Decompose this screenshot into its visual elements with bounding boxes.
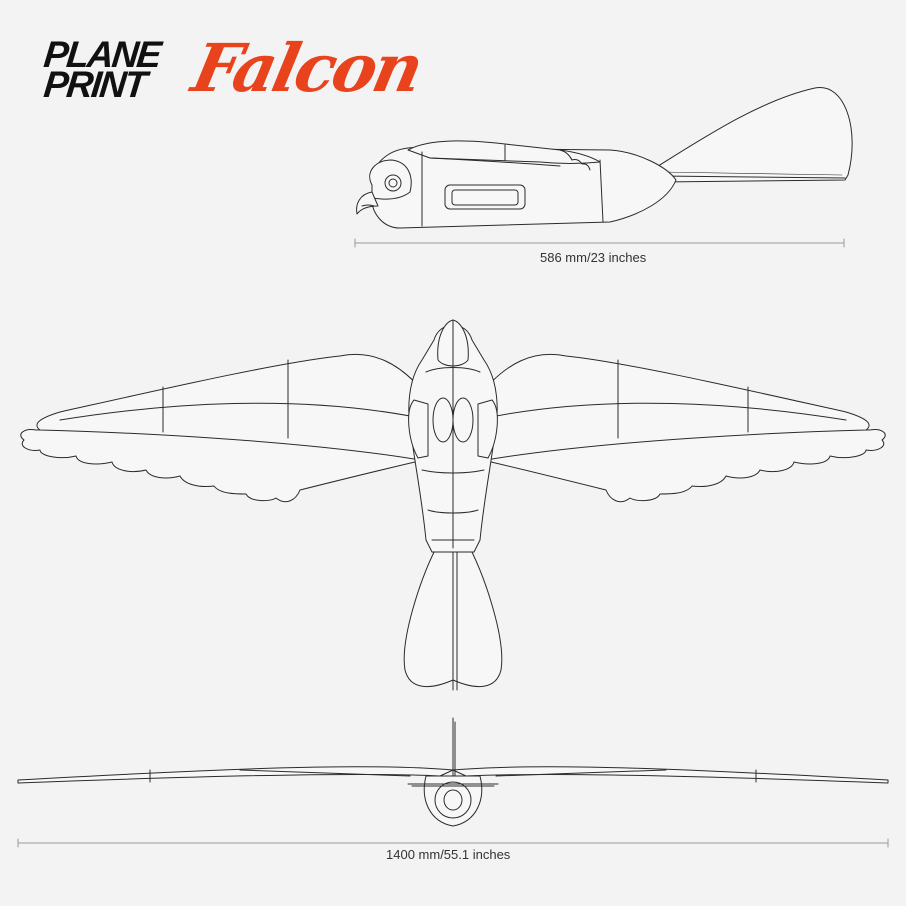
length-label: 586 mm/23 inches [540, 250, 647, 265]
side-view-eye [384, 174, 402, 192]
length-dimension-line [354, 238, 845, 248]
side-view-tail [654, 87, 853, 183]
side-view [356, 87, 853, 229]
side-view-wing [407, 140, 601, 164]
top-view [20, 319, 886, 691]
wingspan-dimension-line [17, 838, 889, 848]
front-view [17, 717, 889, 827]
top-view-right-wing [473, 353, 870, 461]
wingspan-label: 1400 mm/55.1 inches [386, 847, 511, 862]
side-view-beak [356, 191, 379, 215]
top-view-left-wing [36, 353, 433, 461]
